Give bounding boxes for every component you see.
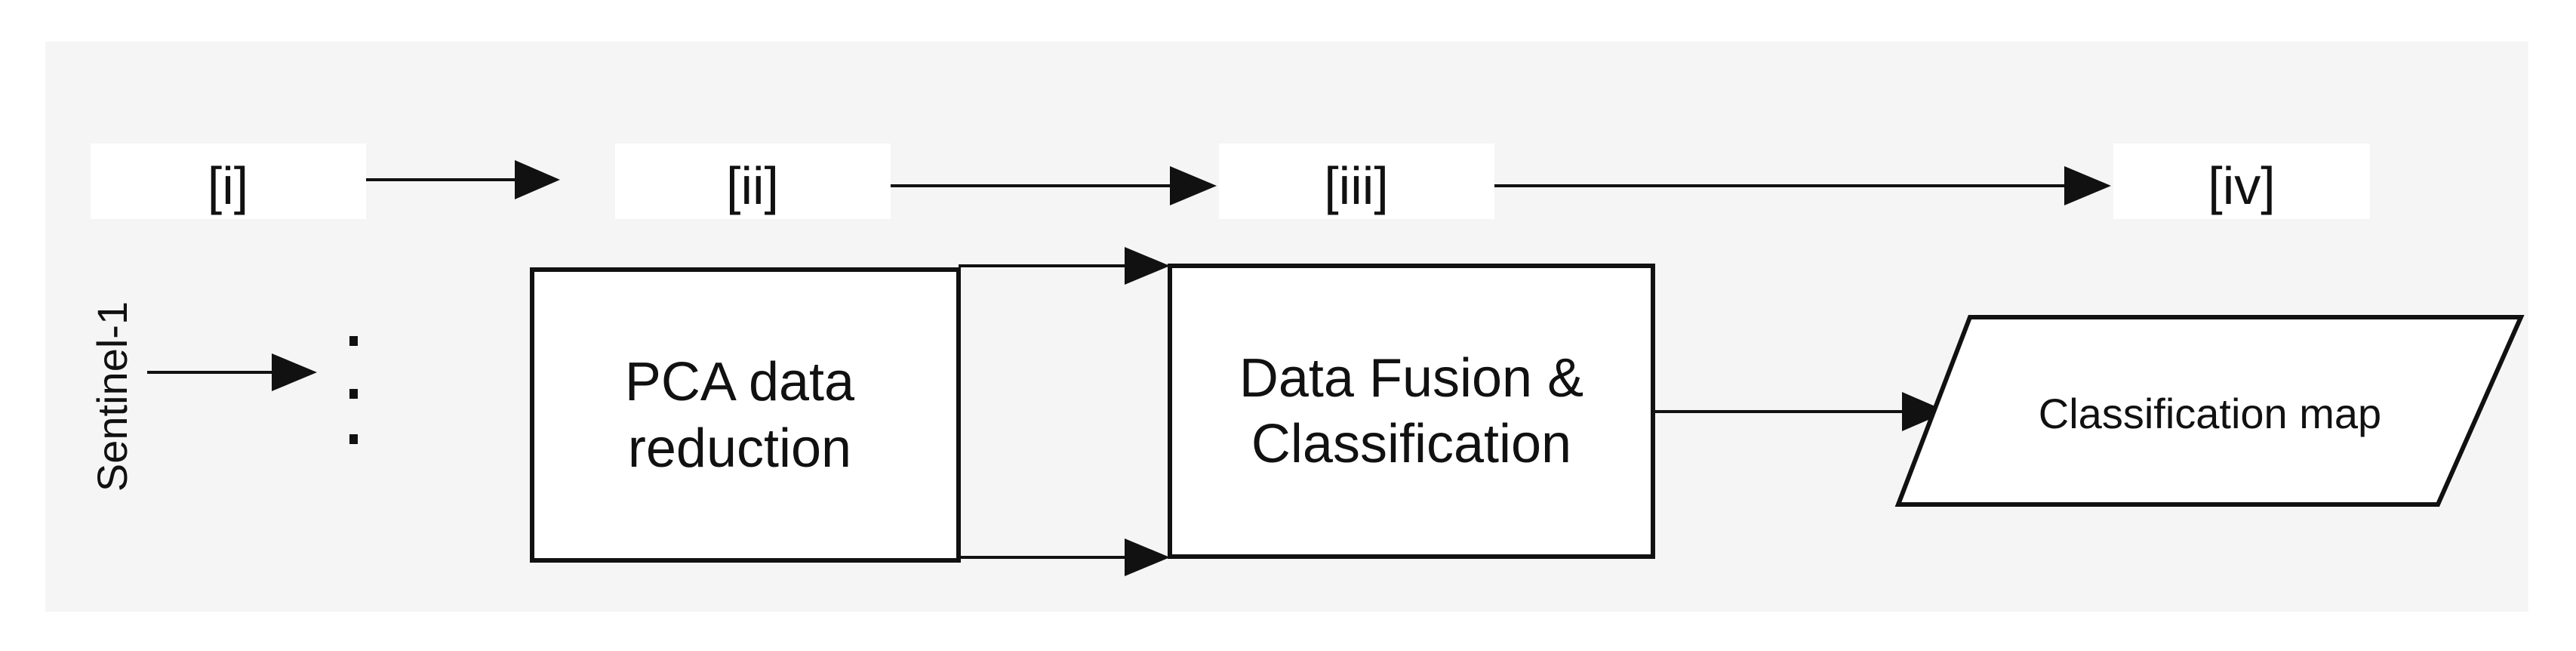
vertical-ellipsis [349,336,358,444]
stage-i-label: [i] [208,156,248,215]
stage-ii-label: [ii] [726,156,779,215]
arrow-pca-to-fusion-bottom-head [1125,538,1170,576]
arrow-i-to-ii-head [515,160,560,199]
arrow-fusion-to-map-head [1902,392,1947,431]
stage-iii-label-box [1219,143,1494,219]
arrow-iii-to-iv-head [2064,166,2111,205]
stage-i-label-box [91,143,366,219]
sentinel-1-label: Sentinel-1 [88,301,136,492]
pca-box-label-line2: reduction [628,418,851,479]
arrow-ii-to-iii-head [1170,166,1217,205]
ellipsis-dot [349,434,358,444]
pca-box-label-line1: PCA data [625,352,855,412]
stage-iii-label: [iii] [1324,156,1389,215]
arrow-pca-to-fusion-top-head [1125,247,1170,285]
fusion-box-label-line1: Data Fusion & [1239,348,1583,409]
pca-data-reduction-box [530,267,961,563]
classification-map-label: Classification map [2039,390,2381,437]
fusion-box-label-line2: Classification [1251,414,1571,474]
sentinel-input-arrow-head [272,353,317,391]
data-fusion-classification-box [1168,264,1655,559]
stage-iv-label-box [2113,143,2370,219]
stage-iv-label: [iv] [2208,156,2275,215]
ellipsis-dot [349,389,358,399]
classification-map-output-shape [1894,315,2525,507]
stage-ii-label-box [615,143,891,219]
ellipsis-dot [349,336,358,346]
